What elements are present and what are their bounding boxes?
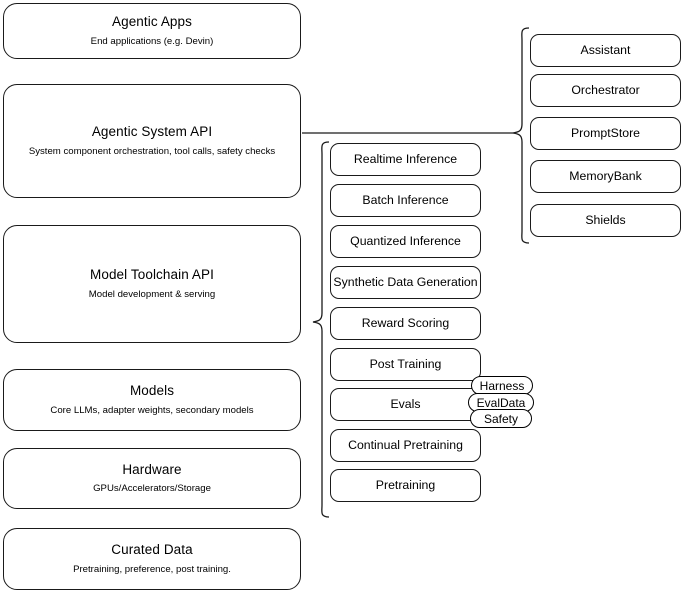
toolchain-item-batch-inference[interactable]: Batch Inference (330, 184, 481, 217)
eval-pill-label: Safety (483, 411, 519, 426)
toolchain-item-synthetic-data-generation[interactable]: Synthetic Data Generation (330, 266, 481, 299)
layer-title: Agentic System API (91, 124, 213, 140)
brace-toolchain-components (312, 141, 330, 518)
toolchain-item-label: Quantized Inference (350, 233, 461, 248)
system-item-label: Assistant (580, 42, 631, 57)
system-item-label: Orchestrator (571, 82, 640, 97)
toolchain-item-label: Synthetic Data Generation (333, 274, 478, 289)
toolchain-item-label: Pretraining (375, 477, 436, 492)
system-item-shields[interactable]: Shields (530, 204, 681, 237)
system-item-label: PromptStore (570, 125, 641, 140)
system-item-promptstore[interactable]: PromptStore (530, 117, 681, 150)
layer-box-hardware[interactable]: Hardware GPUs/Accelerators/Storage (3, 448, 301, 509)
system-item-orchestrator[interactable]: Orchestrator (530, 74, 681, 107)
toolchain-item-quantized-inference[interactable]: Quantized Inference (330, 225, 481, 258)
toolchain-item-label: Realtime Inference (353, 151, 458, 166)
layer-title: Agentic Apps (111, 14, 192, 30)
layer-subtitle: GPUs/Accelerators/Storage (93, 483, 211, 495)
toolchain-item-label: Reward Scoring (361, 315, 450, 330)
toolchain-item-continual-pretraining[interactable]: Continual Pretraining (330, 429, 481, 462)
system-item-label: MemoryBank (569, 168, 642, 183)
toolchain-item-pretraining[interactable]: Pretraining (330, 469, 481, 502)
layer-title: Curated Data (111, 542, 193, 558)
system-item-memorybank[interactable]: MemoryBank (530, 160, 681, 193)
system-item-assistant[interactable]: Assistant (530, 34, 681, 67)
layer-subtitle: End applications (e.g. Devin) (90, 35, 214, 47)
eval-pill-label: EvalData (476, 395, 526, 410)
toolchain-item-label: Batch Inference (362, 192, 449, 207)
layer-title: Models (129, 383, 175, 399)
layer-box-models[interactable]: Models Core LLMs, adapter weights, secon… (3, 369, 301, 431)
toolchain-item-realtime-inference[interactable]: Realtime Inference (330, 143, 481, 176)
layer-box-model-toolchain-api[interactable]: Model Toolchain API Model development & … (3, 225, 301, 343)
eval-pill-label: Harness (479, 378, 525, 393)
layer-title: Model Toolchain API (90, 267, 214, 283)
layer-title: Hardware (122, 461, 182, 477)
toolchain-item-label: Continual Pretraining (348, 437, 463, 452)
toolchain-item-label: Post Training (369, 356, 442, 371)
brace-system-components (512, 27, 530, 244)
toolchain-item-reward-scoring[interactable]: Reward Scoring (330, 307, 481, 340)
toolchain-item-evals[interactable]: Evals (330, 388, 481, 421)
layer-subtitle: Model development & serving (88, 288, 216, 300)
layer-subtitle: Core LLMs, adapter weights, secondary mo… (50, 404, 254, 416)
layer-subtitle: System component orchestration, tool cal… (28, 145, 276, 157)
eval-pill-safety[interactable]: Safety (470, 409, 532, 428)
toolchain-item-post-training[interactable]: Post Training (330, 348, 481, 381)
layer-box-agentic-system-api[interactable]: Agentic System API System component orch… (3, 84, 301, 198)
layer-box-agentic-apps[interactable]: Agentic Apps End applications (e.g. Devi… (3, 3, 301, 59)
layer-subtitle: Pretraining, preference, post training. (73, 563, 231, 575)
toolchain-item-label: Evals (390, 396, 421, 411)
layer-box-curated-data[interactable]: Curated Data Pretraining, preference, po… (3, 528, 301, 590)
system-item-label: Shields (585, 212, 626, 227)
